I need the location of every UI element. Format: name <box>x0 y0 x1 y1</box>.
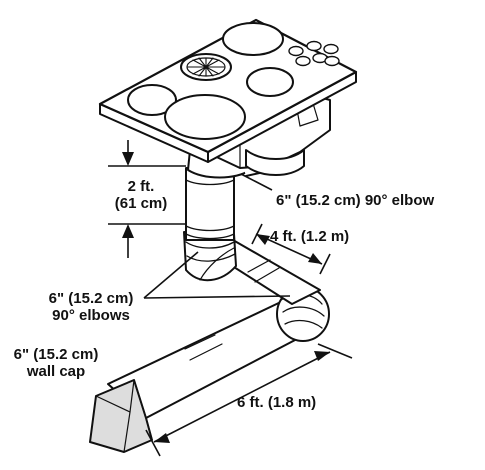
burner-front-large <box>164 94 246 140</box>
burner-right <box>246 67 294 97</box>
control-knobs <box>288 40 340 67</box>
elbows-label: 6" (15.2 cm) 90° elbows <box>36 290 146 324</box>
wall-cap-label-line2: wall cap <box>26 363 86 380</box>
dimension-arrowheads <box>122 152 330 443</box>
wall-cap-label: 6" (15.2 cm) wall cap <box>2 346 110 380</box>
vertical-run-label-line2: (61 cm) <box>114 195 168 212</box>
long-run-label: 6 ft. (1.8 m) <box>237 394 317 411</box>
elbow-lower <box>183 231 237 282</box>
burner-back-large <box>222 22 284 56</box>
vertical-run-label-line1: 2 ft. <box>127 178 155 195</box>
vertical-duct <box>185 167 235 241</box>
top-elbow-label: 6" (15.2 cm) 90° elbow <box>276 192 435 209</box>
wall-cap-label-line1: 6" (15.2 cm) <box>13 346 99 363</box>
dimension-lines <box>108 140 353 457</box>
short-run-label: 4 ft. (1.2 m) <box>270 228 350 245</box>
elbows-label-line1: 6" (15.2 cm) <box>48 290 134 307</box>
elbows-label-line2: 90° elbows <box>52 307 130 324</box>
vertical-run-label: 2 ft. (61 cm) <box>98 178 184 212</box>
burner-left <box>127 84 177 116</box>
cooktop <box>98 18 358 163</box>
